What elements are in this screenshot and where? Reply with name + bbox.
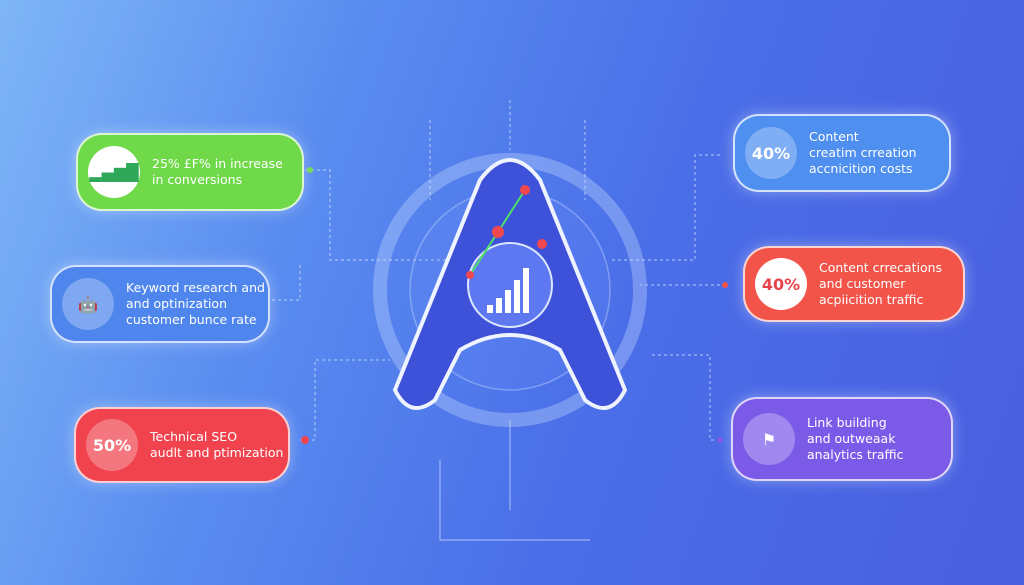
link-building-icon: ⚑ <box>743 413 795 465</box>
card-line: accnicition costs <box>809 161 913 176</box>
card-line: acpiicition traffic <box>819 292 924 307</box>
card-line: Content crrecations <box>819 260 943 275</box>
card-line: Keyword research and <box>126 280 265 295</box>
card-line: audlt and ptimization <box>150 445 284 460</box>
card-line: Link building <box>807 415 887 430</box>
bar-chart-icon <box>487 268 529 313</box>
card-line: and outweaak <box>807 431 896 446</box>
robot-icon: 🤖 <box>62 278 114 330</box>
percent-badge: 40% <box>745 127 797 179</box>
card-line: customer bunce rate <box>126 312 257 327</box>
percent-badge: 40% <box>755 258 807 310</box>
card-line: creatim crreation <box>809 145 917 160</box>
card-line: Content <box>809 129 859 144</box>
bar-chart-icon: ▂▄▆█ <box>88 146 140 198</box>
card-line: and optinization <box>126 296 228 311</box>
card-line: Technical SEO <box>150 429 238 444</box>
percent-badge: 50% <box>86 419 138 471</box>
card-line: and customer <box>819 276 906 291</box>
card-line: analytics traffic <box>807 447 904 462</box>
card-line: in conversions <box>152 172 243 187</box>
card-line: 25% £F% in increase <box>152 156 283 171</box>
